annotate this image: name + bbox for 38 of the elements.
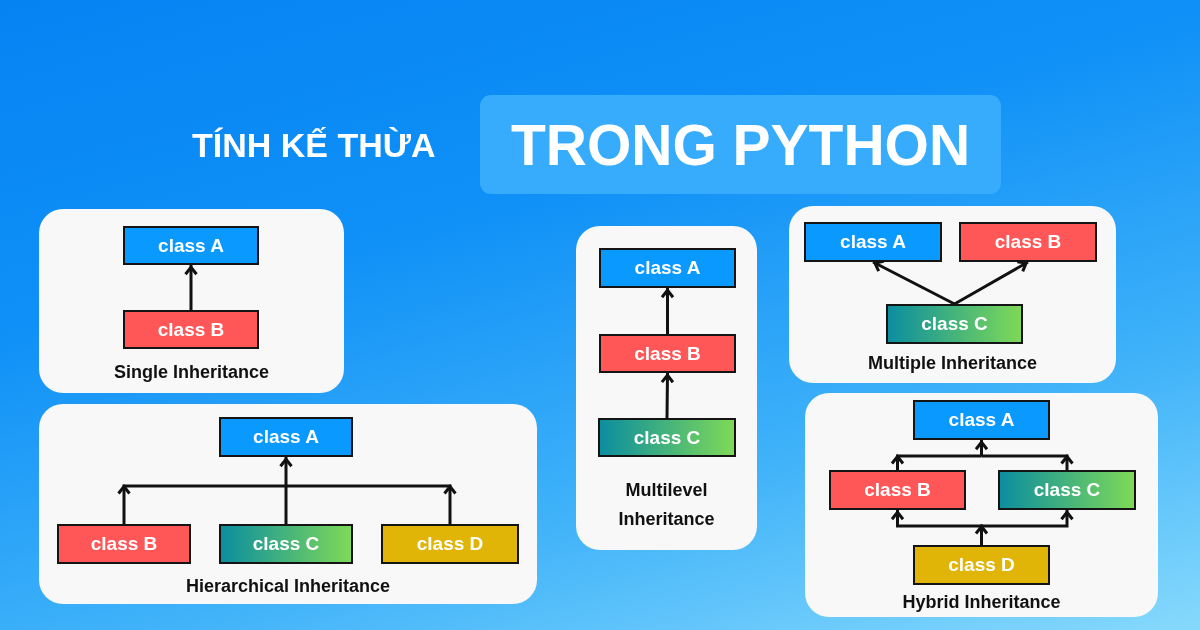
panel-caption: Single Inheritance	[113, 361, 269, 382]
panel-caption: Hierarchical Inheritance	[185, 575, 391, 596]
class-box: class B	[123, 310, 259, 349]
panel-caption: Multilevel Inheritance	[618, 480, 715, 529]
diagram-panel	[789, 206, 1116, 383]
arrow	[953, 260, 1029, 306]
diagram-panel	[576, 226, 757, 550]
heading-banner: TRONG PYTHON	[480, 95, 1001, 194]
arrow	[184, 265, 198, 310]
class-box: class B	[829, 470, 966, 510]
panel-caption: Multiple Inheritance	[868, 352, 1037, 373]
class-box: class A	[599, 248, 736, 288]
class-box: class B	[599, 334, 736, 373]
class-box: class A	[219, 417, 353, 457]
diagram-panel	[39, 404, 537, 604]
class-box: class C	[998, 470, 1136, 510]
connector-line	[284, 486, 288, 524]
arrow	[279, 457, 293, 486]
class-box: class B	[959, 222, 1097, 262]
title: TÍNH KẾ THỪA	[192, 125, 436, 166]
class-box: class D	[913, 545, 1050, 585]
diagram-panel	[39, 209, 344, 393]
class-box: class D	[381, 524, 519, 564]
arrow	[974, 440, 989, 456]
arrow	[660, 373, 675, 418]
panel-caption: Hybrid Inheritance	[902, 591, 1061, 612]
class-box: class C	[598, 418, 736, 457]
arrow	[981, 510, 1074, 528]
arrow	[660, 288, 675, 334]
arrow	[890, 510, 982, 528]
arrow	[872, 259, 956, 306]
diagram-panel	[805, 393, 1158, 617]
class-box: class B	[57, 524, 191, 564]
class-box: class A	[804, 222, 942, 262]
class-box: class A	[123, 226, 259, 265]
class-box: class A	[913, 400, 1050, 440]
class-box: class C	[886, 304, 1023, 344]
class-box: class C	[219, 524, 353, 564]
